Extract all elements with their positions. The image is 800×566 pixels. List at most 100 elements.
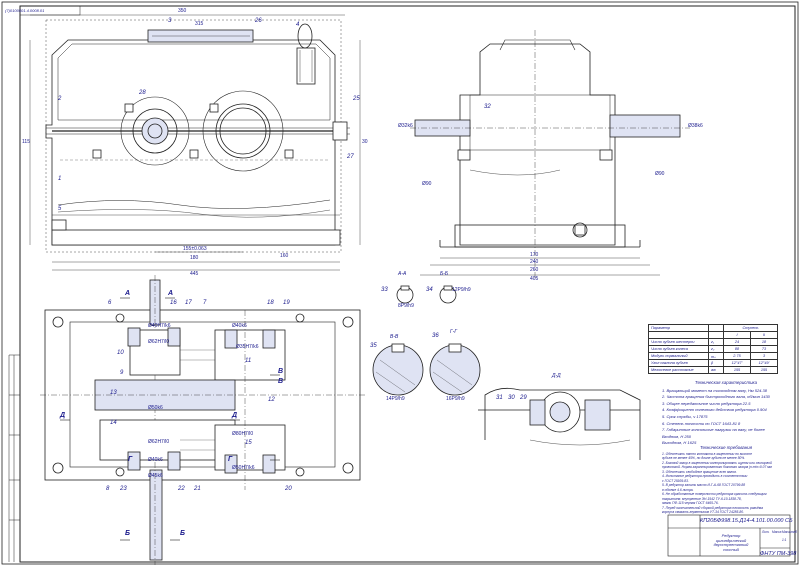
table-cell: 24 — [723, 338, 751, 346]
dim-label: 8P9/h9 — [398, 303, 414, 309]
section-title: A-A — [398, 271, 407, 277]
note-line: 4. Коэффициент полезного действия редукт… — [662, 407, 767, 413]
table-cell: 3 — [750, 352, 778, 360]
dim-label: Ø40H7/k6 — [148, 323, 171, 329]
callout: 3 — [168, 18, 172, 24]
section-title: Б-Б — [440, 271, 449, 277]
document-name: Редуктор цилиндрический двухступенчатый … — [706, 533, 756, 552]
callout: 30 — [508, 395, 515, 401]
dim-label: Ø62H7/l0 — [148, 339, 170, 345]
note-line: в объеме 4.6 литра. — [662, 487, 694, 492]
table-cell: Межосевое расстояние — [648, 366, 709, 374]
section-letter: Д — [60, 412, 66, 419]
dim-label: Ø45k6 — [148, 473, 163, 479]
title-cell: 1:1 — [782, 538, 787, 542]
callout: 28 — [139, 90, 146, 96]
title-cell: Масштаб — [782, 530, 797, 534]
callout: 7 — [203, 300, 207, 306]
plan-view — [40, 275, 365, 565]
title-cell: Масса — [772, 530, 782, 534]
front-view — [29, 14, 361, 271]
callout: 14 — [110, 420, 117, 426]
callout: 11 — [245, 358, 252, 364]
table-header: I — [723, 331, 751, 339]
table-cell: β — [708, 359, 724, 367]
callout: 16 — [170, 300, 177, 306]
note-line: эмаль ПФ-115 черная ГОСТ 6465-76. — [662, 501, 719, 505]
dim-label: 30 — [362, 139, 368, 145]
table-cell: mₙ — [708, 352, 724, 360]
table-row: Угол наклона зубьев β 12°47' 12°49' — [648, 359, 778, 367]
dim-label: Ø40k6 — [232, 323, 247, 329]
document-name-line: Редуктор — [721, 533, 741, 538]
table-cell: 18 — [750, 338, 778, 346]
section-letter: Д — [232, 412, 238, 419]
dim-label: Ø50H7/k6 — [232, 465, 255, 471]
dim-label: Ø90 — [422, 181, 432, 187]
table-cell: 12°47' — [723, 359, 751, 367]
callout: 12 — [268, 397, 275, 403]
callout: 35 — [370, 343, 377, 349]
table-header: II — [750, 331, 778, 339]
callout: 23 — [120, 486, 127, 492]
table-header: Параметр — [648, 324, 709, 332]
dim-label: 12P9/h9 — [452, 287, 471, 293]
dim-label: 240 — [530, 259, 539, 265]
note-line: 7. Габаритные консольные нагрузки на вал… — [662, 427, 765, 433]
note-line: Входном, Н 250 — [662, 433, 691, 439]
table-cell: z₁ — [708, 338, 724, 346]
margin-code: (7)0100501.4.0008.01 — [5, 8, 45, 13]
table-row: Число зубьев шестерни z₁ 24 18 — [648, 338, 778, 346]
note-line: 6. Не обработанные поверхности редуктора… — [662, 492, 767, 496]
note-line: проволокой. Норма гарантированного боков… — [662, 465, 772, 469]
note-line: 2. Частота вращения быстроходного вала, … — [662, 394, 770, 400]
callout: 20 — [285, 486, 292, 492]
technical-characteristics: Техническая характеристика 1. Вращающий … — [662, 380, 790, 447]
dim-label: 115 — [22, 139, 30, 145]
note-line: покрытием: внутренние ЭН-1542 ТУ-6-10-18… — [662, 496, 742, 501]
callout: 22 — [178, 486, 185, 492]
dim-label: 350 — [178, 8, 187, 14]
table-cell: Модуль нормальный — [648, 352, 709, 360]
document-code: КП20БФ998.15.Д14-4.101.00.000 СБ — [700, 518, 793, 524]
gear-parameters-table: Параметр Ступень I II Число зубьев шесте… — [648, 324, 778, 374]
table-cell: aw — [708, 366, 724, 374]
callout: 9 — [120, 370, 124, 376]
dim-label: 260 — [530, 267, 539, 273]
dim-label: Ø50k6 — [148, 405, 163, 411]
dim-label: Ø90 — [655, 171, 665, 177]
dim-label: 160 — [280, 253, 289, 259]
document-name-line: цилиндрический — [715, 537, 747, 543]
callout: 8 — [106, 486, 110, 492]
note-line: 6. Степень точности по ГОСТ 1643-81 8 — [662, 420, 741, 426]
table-cell: Угол наклона зубьев — [648, 359, 709, 367]
group-code: ФНТУ ПМ-398 — [760, 551, 797, 557]
section-letter: В — [278, 368, 284, 375]
callout: 10 — [117, 350, 124, 356]
dim-label: Ø40k6 — [148, 457, 163, 463]
note-line: 5. Срок службы, ч 17875 — [662, 413, 708, 419]
title-cell: Лит. — [762, 530, 770, 534]
callout: 21 — [194, 486, 201, 492]
note-line: 5. В редуктор залить масло И-Г-А-68 ГОСТ… — [662, 483, 746, 487]
dim-label: 155±0.063 — [183, 246, 207, 252]
callout: 6 — [108, 300, 112, 306]
callout: 19 — [283, 300, 290, 306]
table-cell: 88 — [723, 345, 751, 353]
callout: 25 — [353, 96, 360, 102]
callout: 36 — [432, 333, 439, 339]
dim-label: 180 — [190, 255, 199, 261]
section-title: Д-Д — [552, 373, 561, 379]
callout: 33 — [381, 287, 388, 293]
detail-view — [478, 387, 641, 460]
side-view — [410, 30, 690, 280]
callout: 18 — [267, 300, 274, 306]
note-line: 4. Испытание редуктора проводить в соотв… — [662, 474, 748, 478]
table-cell: Число зубьев колеса — [648, 345, 709, 353]
document-name-line: двухступенчатый соосный — [713, 542, 749, 552]
technical-requirements: Технические требования 1. Обеспечить пят… — [662, 445, 790, 515]
section-letter: Г — [128, 456, 133, 463]
table-header: Ступень — [723, 324, 778, 332]
callout: 29 — [520, 395, 527, 401]
